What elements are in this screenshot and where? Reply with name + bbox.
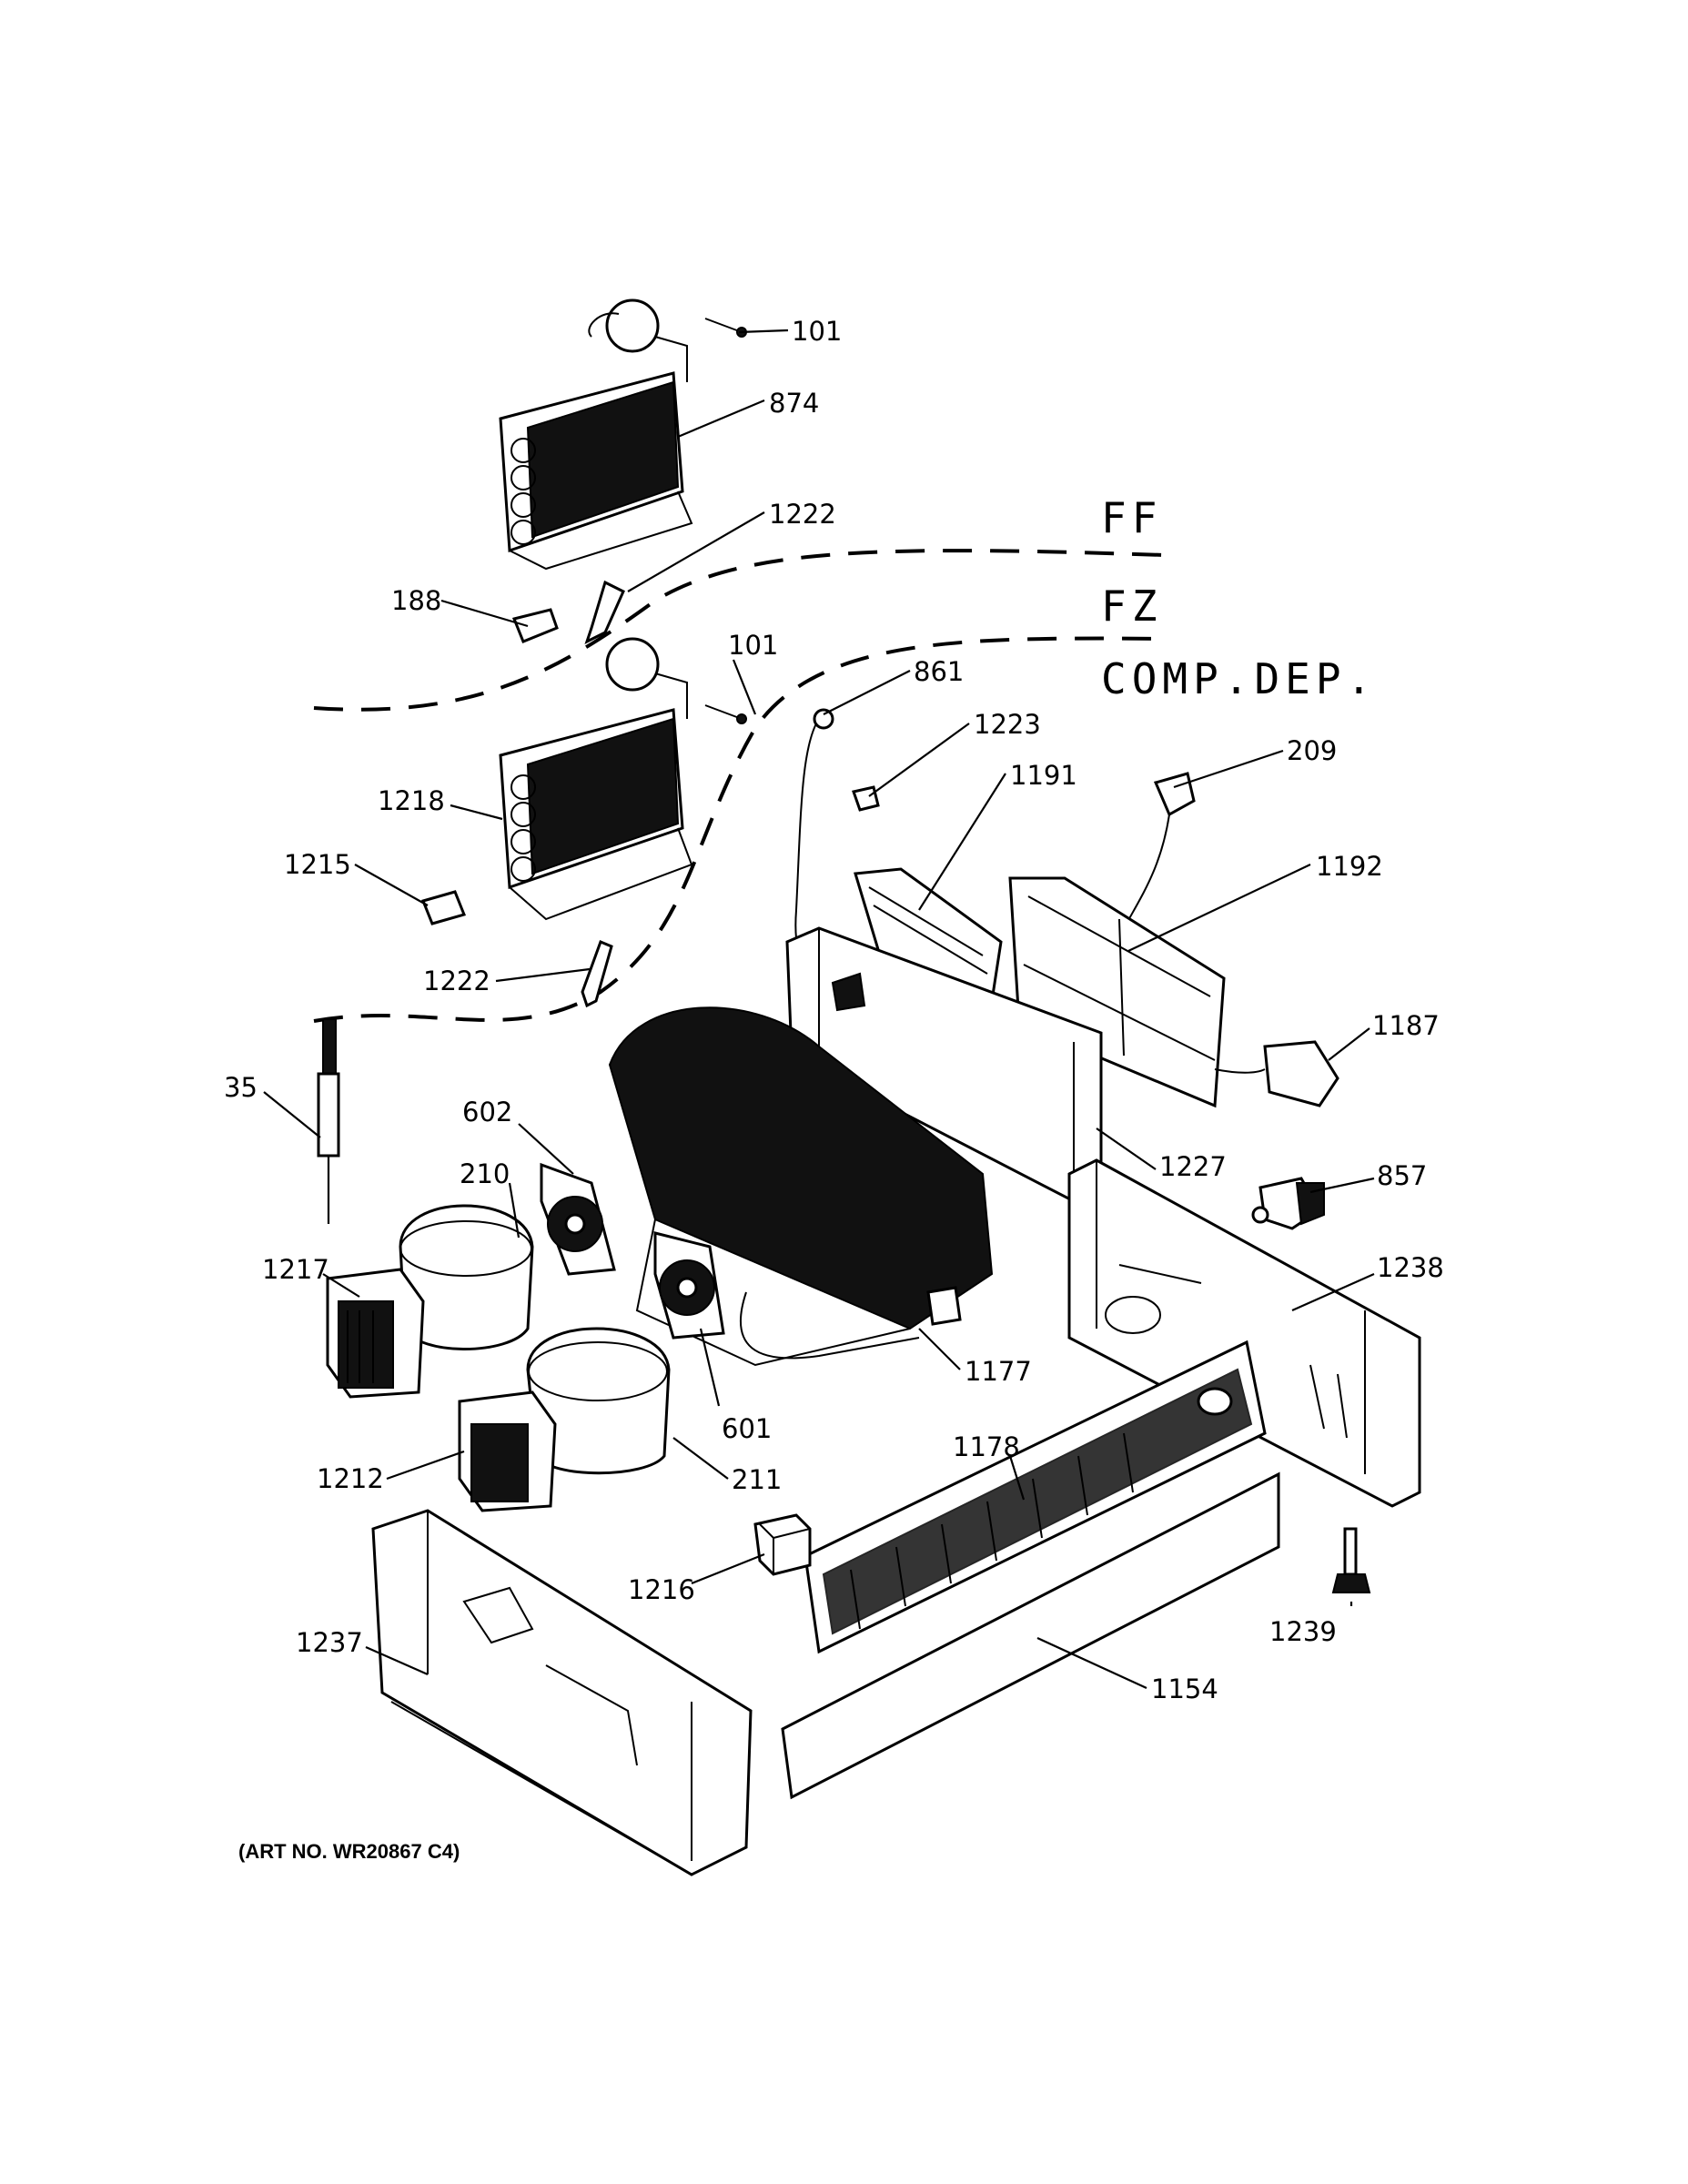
grille-1178 [804, 1340, 1267, 1654]
callout-210: 210 [460, 1158, 510, 1189]
callout-861: 861 [914, 656, 964, 687]
rear-cover-1238 [1067, 1158, 1421, 1508]
callout-1192: 1192 [1316, 851, 1383, 882]
ff-fz-divider [313, 549, 1166, 712]
callout-1222-lower: 1222 [423, 966, 490, 996]
evaporator-ff [499, 298, 693, 571]
thermistor-101-upper [704, 318, 747, 338]
callout-1239: 1239 [1269, 1616, 1337, 1647]
callout-1191: 1191 [1010, 760, 1077, 791]
cover-1192 [1008, 876, 1226, 1108]
relay-1212 [458, 1390, 557, 1512]
callout-602: 602 [462, 1097, 512, 1127]
callout-1216: 1216 [628, 1574, 695, 1605]
zone-fz-label: FZ [1101, 581, 1162, 631]
callout-101-upper: 101 [792, 316, 842, 347]
relay-1217 [326, 1268, 425, 1399]
bracket-1222-upper [584, 580, 625, 644]
valve-857 [1251, 1177, 1325, 1230]
cord-1187 [1214, 1040, 1339, 1107]
callout-1212: 1212 [317, 1463, 384, 1494]
callout-1218: 1218 [378, 785, 445, 816]
callout-1222-upper: 1222 [769, 499, 836, 530]
callout-101-lower: 101 [728, 630, 778, 661]
callout-1237: 1237 [296, 1627, 363, 1658]
evaporator-fz [499, 637, 693, 921]
clip-1223 [852, 785, 880, 812]
leveling-leg-1239 [1331, 1527, 1371, 1593]
callout-1187: 1187 [1372, 1010, 1440, 1041]
control-box-1227-chip [831, 972, 866, 1012]
cord-209 [1118, 772, 1196, 938]
callout-35: 35 [224, 1072, 258, 1103]
fan-602 [540, 1162, 616, 1276]
callout-1154: 1154 [1151, 1673, 1218, 1704]
callout-1215: 1215 [284, 849, 351, 880]
cover-1192-detail [1023, 895, 1216, 1061]
cover-1191-detail [868, 886, 988, 975]
callout-601: 601 [722, 1413, 772, 1444]
callout-1238: 1238 [1377, 1252, 1444, 1283]
thermistor-101-lower [704, 704, 747, 724]
probe-35 [317, 1018, 340, 1224]
clip-188 [511, 608, 559, 643]
callout-857: 857 [1377, 1160, 1427, 1191]
callout-874: 874 [769, 388, 819, 419]
compressor-210 [399, 1204, 534, 1350]
callout-1227: 1227 [1159, 1151, 1227, 1182]
callout-1217: 1217 [262, 1254, 329, 1285]
callout-209: 209 [1287, 735, 1337, 766]
fan-601 [653, 1231, 725, 1340]
fz-comp-divider [313, 636, 1166, 1023]
leader-lines [263, 329, 1375, 1689]
callout-1223: 1223 [974, 709, 1041, 740]
harness-861-connector [813, 708, 834, 730]
callout-1177: 1177 [965, 1356, 1032, 1387]
zone-comp-dep-label: COMP.DEP. [1101, 654, 1377, 703]
condenser-1177 [608, 1006, 994, 1367]
callout-211: 211 [732, 1464, 782, 1495]
clip-1215 [420, 890, 467, 925]
callout-188: 188 [391, 585, 441, 616]
capacitor-1216 [753, 1513, 812, 1576]
zone-ff-label: FF [1101, 493, 1162, 542]
harness-861 [794, 718, 820, 966]
art-number: (ART NO. WR20867 C4) [238, 1840, 460, 1863]
kickplate-1154 [781, 1471, 1280, 1800]
access-panel-1237 [371, 1509, 753, 1876]
bracket-1222-lower [581, 940, 613, 1008]
callout-1178: 1178 [953, 1431, 1020, 1462]
compressor-211 [526, 1327, 671, 1475]
